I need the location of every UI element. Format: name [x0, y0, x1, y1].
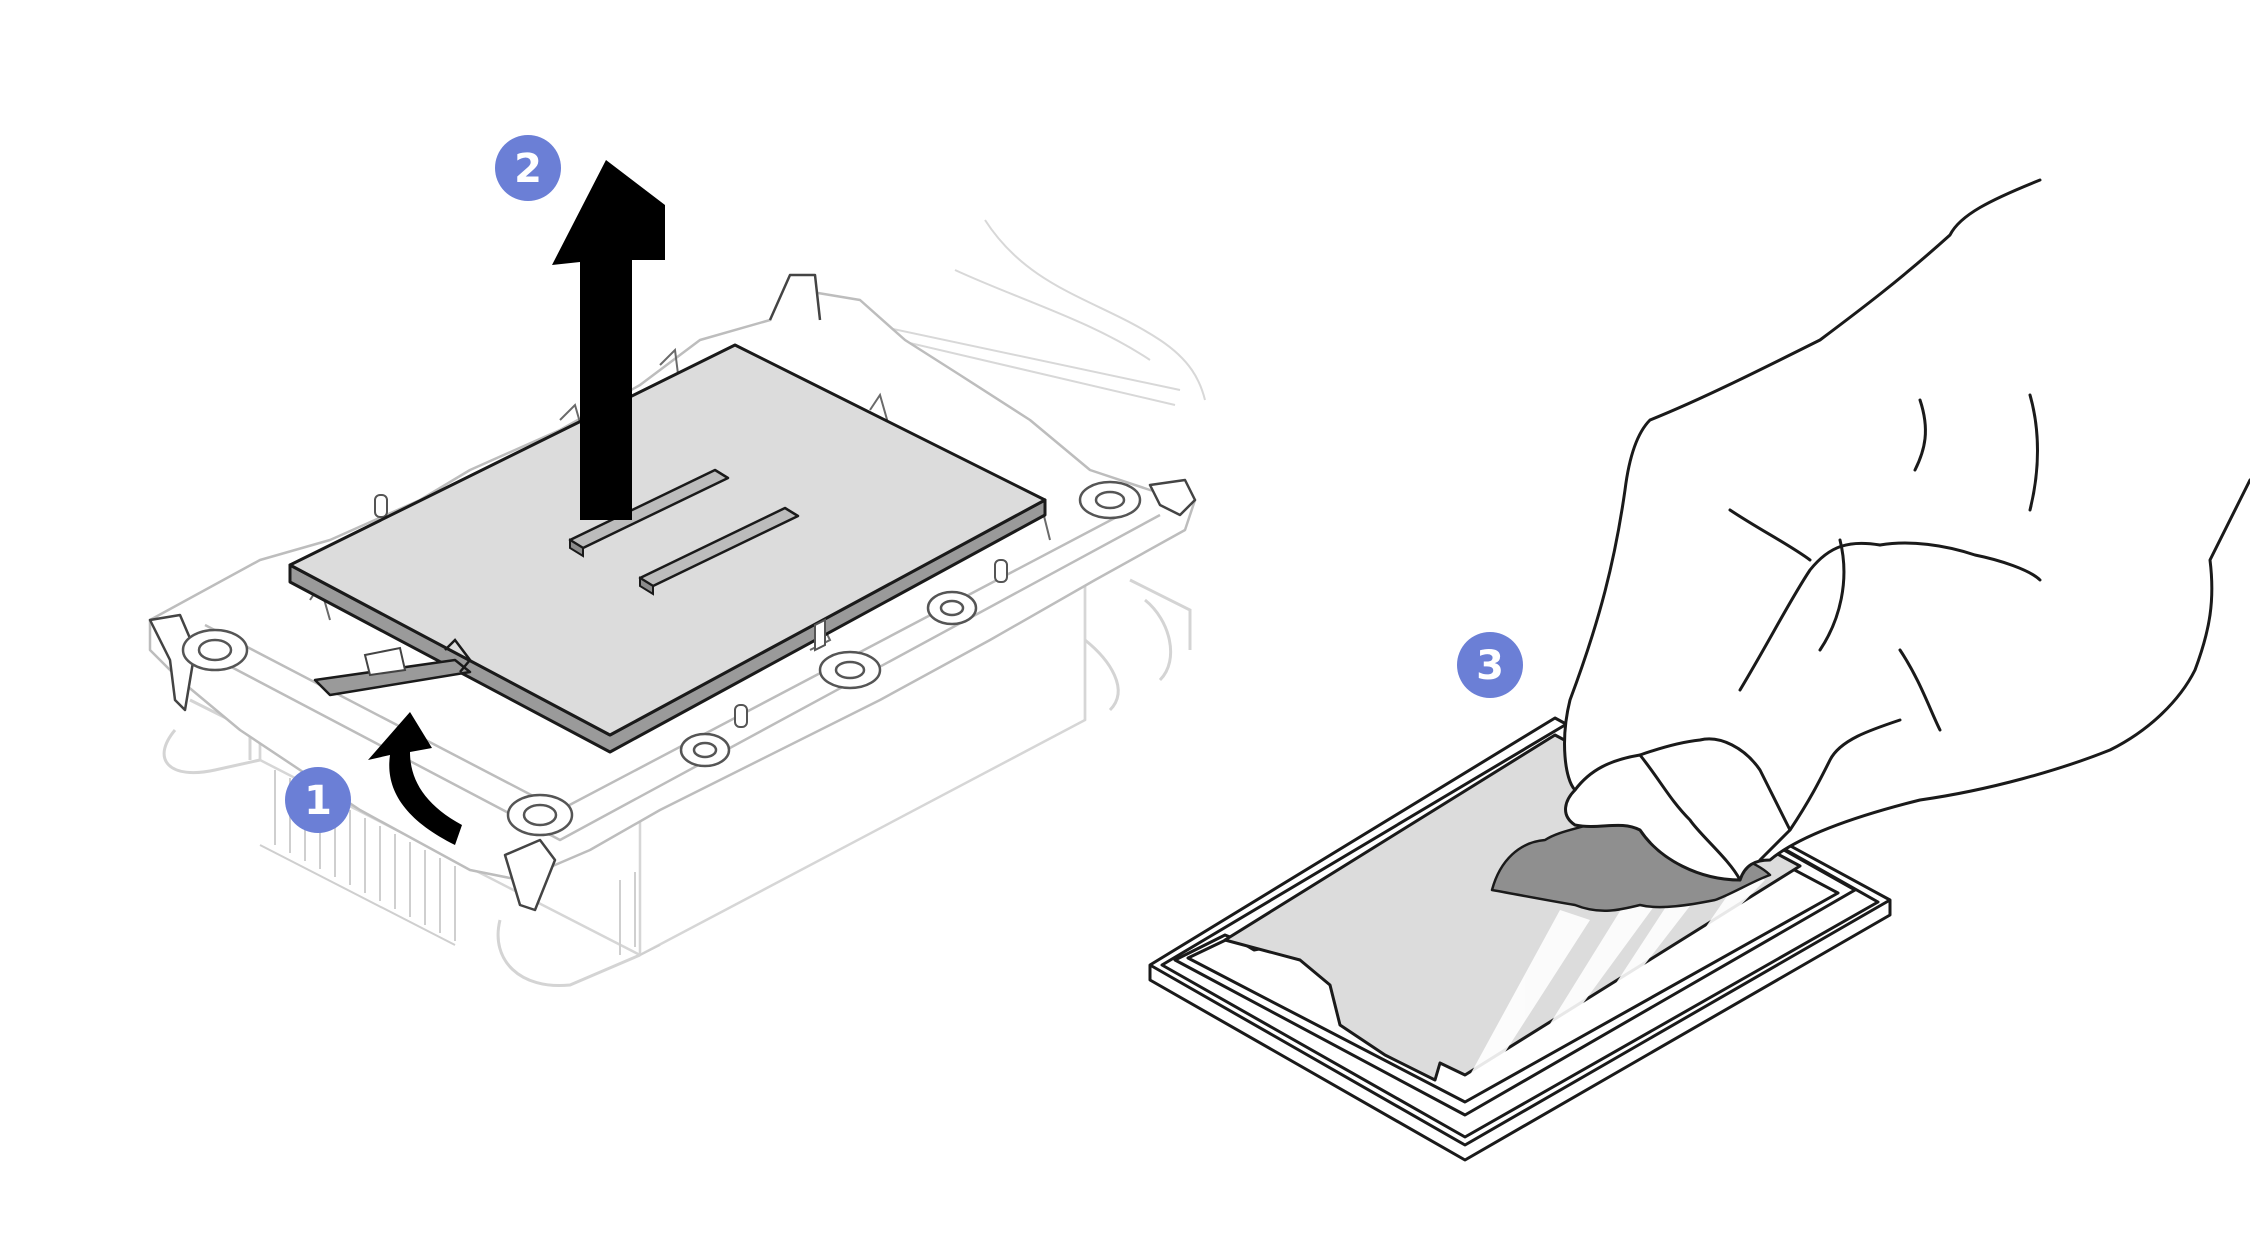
plate-tab: [814, 618, 826, 652]
hand-icon: [1563, 178, 2250, 882]
processor-plate: [288, 343, 1047, 754]
carrier-latches: [148, 273, 1197, 912]
callout-step-3-label: 3: [1476, 643, 1504, 689]
alignment-pins: [374, 494, 1008, 728]
callout-step-3: 3: [1457, 632, 1523, 698]
arrow-up-icon: [552, 160, 665, 520]
heatsink-assembly: [148, 160, 1206, 988]
hand-outline: [1563, 178, 2250, 882]
callout-step-1-label: 1: [304, 778, 332, 824]
plate-slot-2-side: [639, 576, 654, 596]
plate-slot-1-side: [569, 538, 584, 558]
callout-step-2-label: 2: [514, 146, 542, 192]
callout-step-1: 1: [285, 767, 351, 833]
callout-step-2: 2: [495, 135, 561, 201]
lower-clips: [162, 578, 1192, 988]
release-lever: [313, 638, 472, 697]
screw-posts: [181, 480, 1142, 837]
curved-arrow-up-icon: [368, 712, 462, 845]
cleaning-cloth-icon: [1490, 817, 1772, 913]
processor-cleaning: [1148, 178, 2250, 1162]
